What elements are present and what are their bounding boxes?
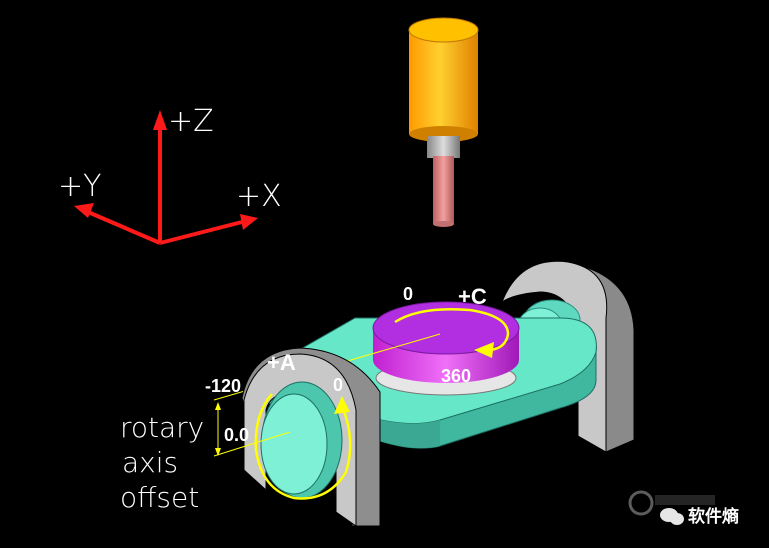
- watermark-text: 软件熵: [688, 506, 739, 526]
- a-start-value: 0: [333, 375, 343, 395]
- y-axis-label: +Y: [58, 169, 101, 204]
- watermark: [628, 490, 715, 525]
- c-end-value: 360: [441, 366, 471, 386]
- tool-tip: [433, 221, 454, 227]
- z-axis-label: +Z: [168, 104, 214, 139]
- watermark-blur: [655, 495, 715, 505]
- offset-label-line3: offset: [120, 481, 199, 514]
- a-rotation-arrow: [254, 393, 352, 500]
- cutting-tool: [433, 156, 454, 224]
- gear-icon: [628, 490, 654, 516]
- y-arrowhead: [74, 203, 94, 218]
- left-trunnion: [241, 347, 381, 527]
- spindle-top: [408, 17, 479, 43]
- c-start-value: 0: [403, 284, 413, 304]
- coordinate-axes: [74, 110, 258, 245]
- spindle-body: [409, 30, 478, 134]
- offset-label-line2: axis: [122, 446, 178, 479]
- x-axis-label: +X: [236, 179, 282, 214]
- offset-guide-line-lower: [213, 431, 291, 457]
- a-neg-value: -120: [205, 376, 241, 396]
- x-axis-arrow: [159, 220, 243, 245]
- spindle: [408, 17, 479, 227]
- a-axis-label: +A: [267, 350, 296, 375]
- spindle-bottom: [409, 126, 478, 142]
- offset-label-line1: rotary: [120, 411, 204, 444]
- offset-dimension: [213, 402, 291, 457]
- z-arrowhead: [153, 110, 167, 130]
- left-bearing-face: [260, 393, 328, 495]
- x-arrowhead: [240, 214, 258, 230]
- c-axis-label: +C: [458, 284, 487, 309]
- offset-value: 0.0: [224, 425, 249, 445]
- y-axis-arrow: [87, 210, 161, 245]
- wechat-icon: [660, 508, 684, 525]
- c-rotation-arrow: [394, 307, 510, 358]
- tool-holder-collar: [427, 136, 460, 158]
